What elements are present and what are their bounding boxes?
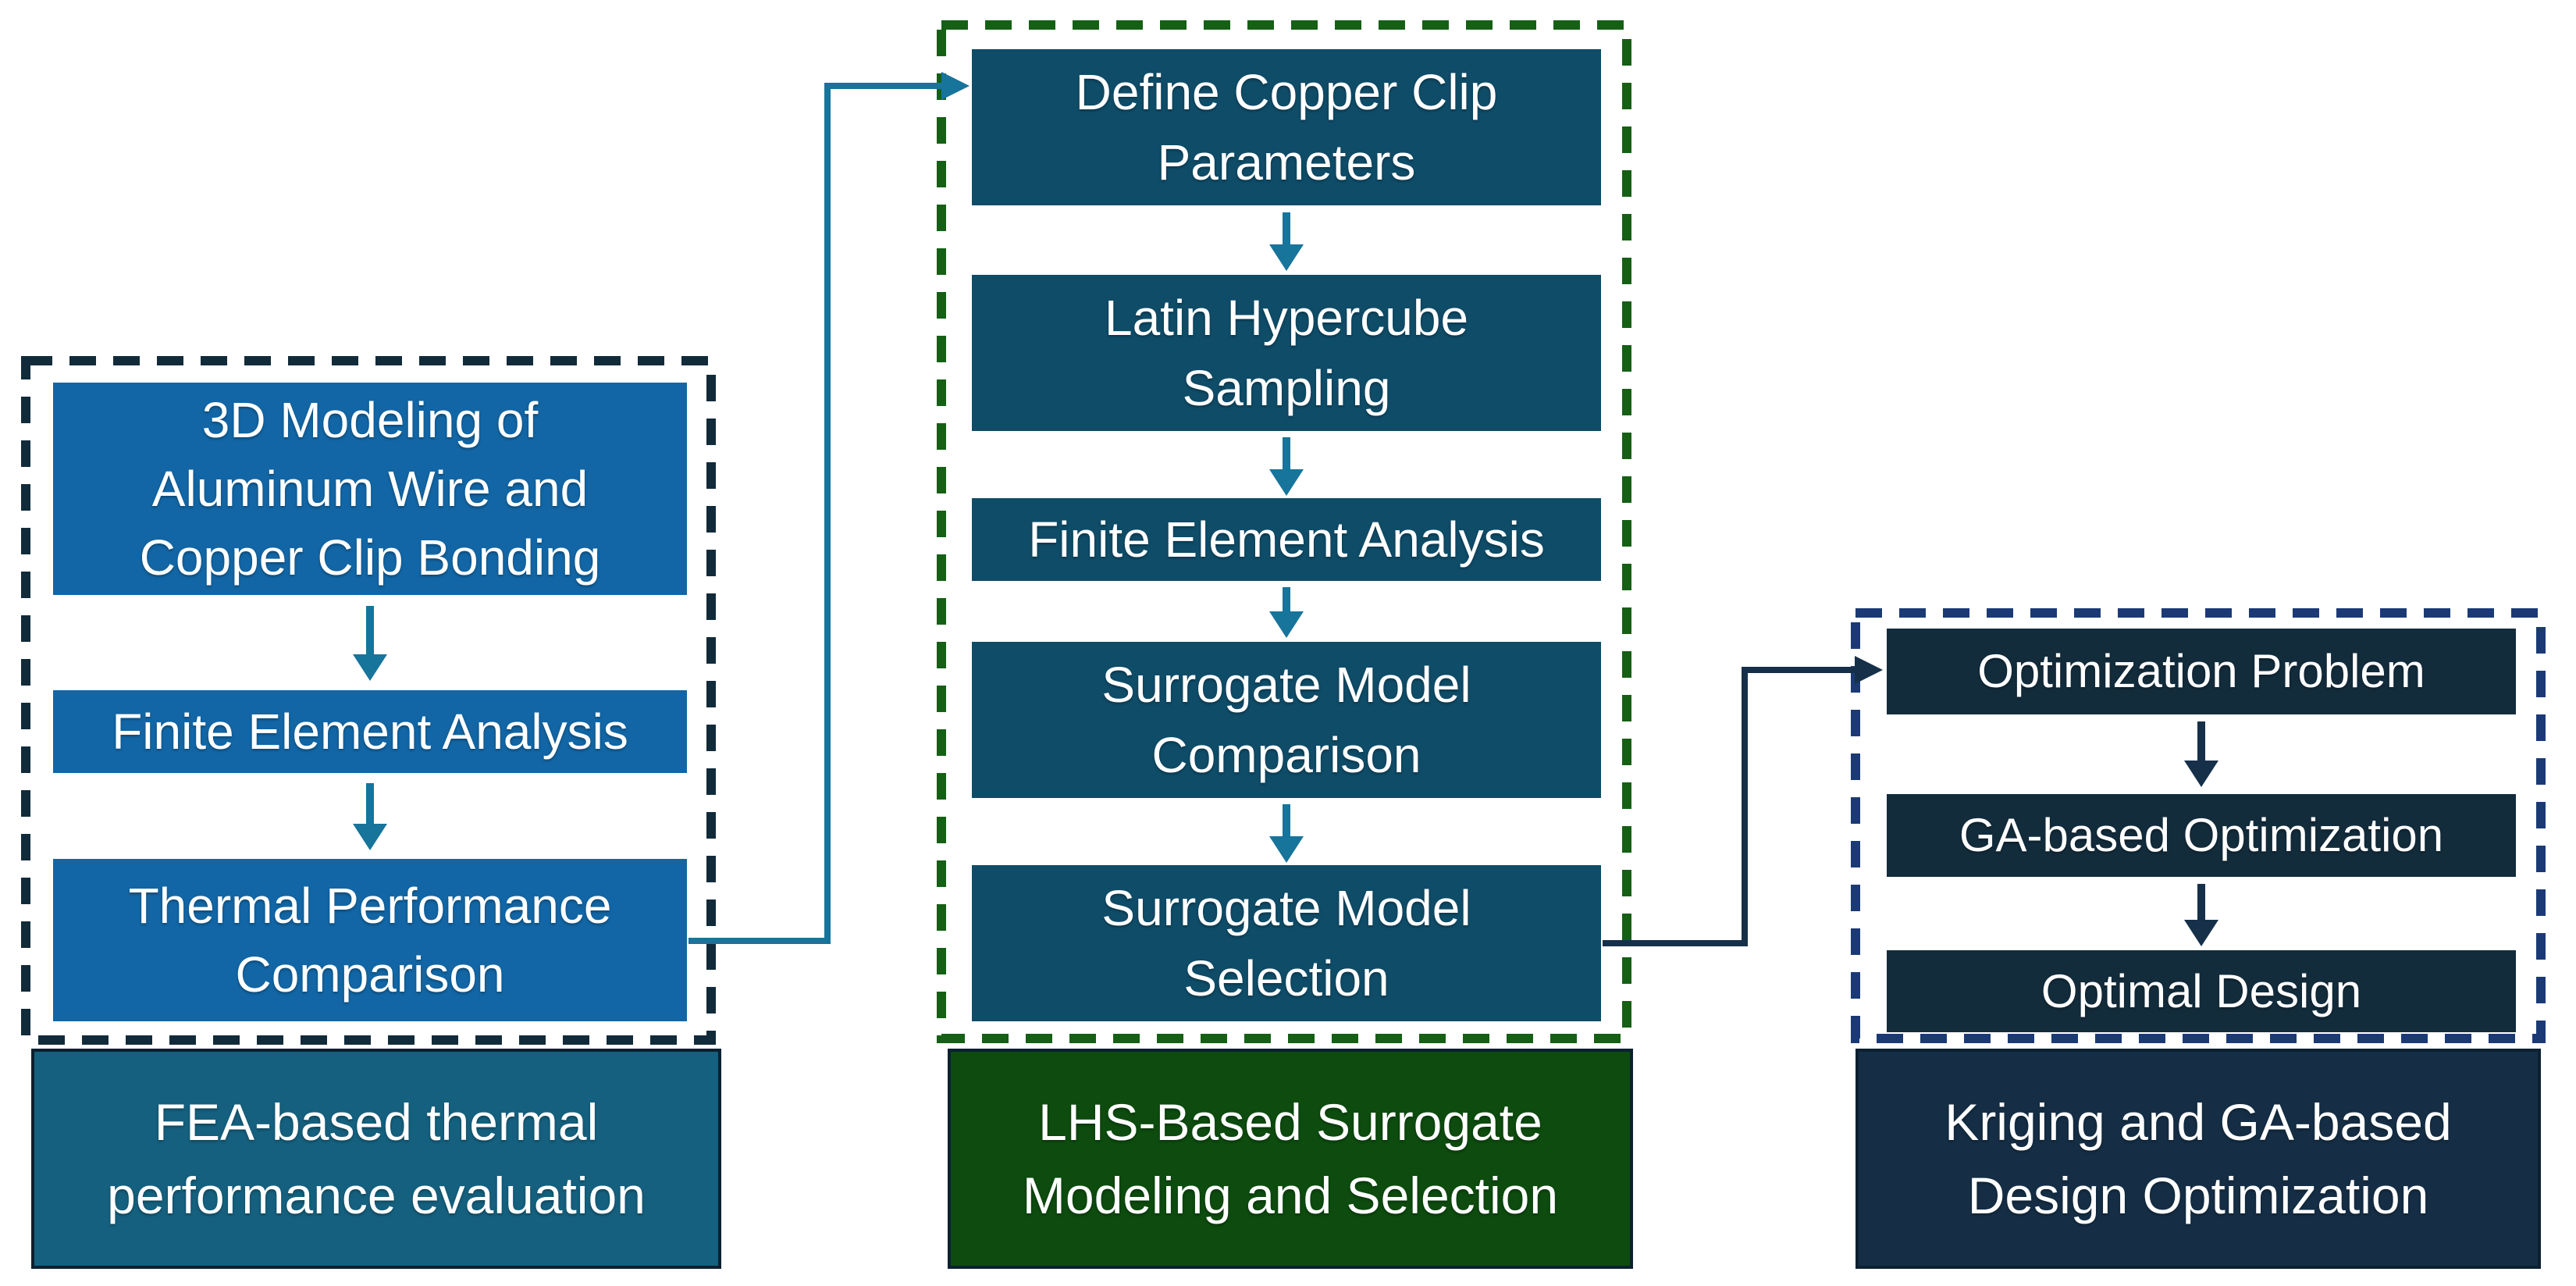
step-text-line: 3D Modeling of xyxy=(201,392,539,448)
step-optimization-problem: Optimization Problem xyxy=(1887,629,2516,714)
arrow-down-icon xyxy=(1269,469,1304,496)
step-ga-based-optimization: GA-based Optimization xyxy=(1887,794,2516,877)
step-surrogate-model-comparison: Surrogate Model Comparison xyxy=(972,642,1601,798)
arrow-down-icon xyxy=(1269,611,1304,638)
step-text-line: Optimization Problem xyxy=(1977,645,2425,697)
optimization-group-dashed-border xyxy=(1851,608,2546,1043)
step-text-line: Copper Clip Bonding xyxy=(139,529,601,586)
step-text-line: Surrogate Model xyxy=(1101,657,1471,713)
group-label-line: FEA-based thermal xyxy=(154,1093,599,1151)
step-3d-modeling: 3D Modeling of Aluminum Wire and Copper … xyxy=(53,383,687,595)
step-finite-element-analysis-left: Finite Element Analysis xyxy=(53,690,687,773)
step-text-line: Thermal Performance xyxy=(128,878,612,934)
group-label-line: performance evaluation xyxy=(107,1167,646,1224)
step-text-line: GA-based Optimization xyxy=(1959,809,2444,861)
group-label-line: Design Optimization xyxy=(1967,1167,2429,1224)
arrow-down-icon xyxy=(1269,244,1304,271)
step-thermal-performance-comparison: Thermal Performance Comparison xyxy=(53,859,687,1021)
step-text-line: Selection xyxy=(1183,950,1389,1006)
step-text-line: Latin Hypercube xyxy=(1104,290,1469,346)
arrow-down-icon xyxy=(2184,920,2218,946)
connector-middle-to-right xyxy=(1603,667,1867,946)
step-text-line: Optimal Design xyxy=(2041,964,2362,1017)
step-text-line: Aluminum Wire and xyxy=(151,461,589,517)
arrow-down-icon xyxy=(1269,836,1304,863)
connector-middle-to-right-arrowhead-icon xyxy=(1855,656,1883,684)
step-text-line: Comparison xyxy=(1151,727,1421,783)
group-label-line: Kriging and GA-based xyxy=(1944,1093,2452,1151)
connector-left-to-middle xyxy=(688,83,954,944)
group-label-lhs-surrogate-modeling: LHS-Based Surrogate Modeling and Selecti… xyxy=(948,1049,1633,1269)
step-finite-element-analysis-middle: Finite Element Analysis xyxy=(972,498,1601,581)
fea-group-dashed-border xyxy=(21,356,716,1045)
group-label-kriging-ga-design-optimization: Kriging and GA-based Design Optimization xyxy=(1856,1049,2541,1269)
step-text-line: Parameters xyxy=(1157,134,1416,191)
connector-left-to-middle-arrowhead-icon xyxy=(941,72,970,100)
step-text-line: Finite Element Analysis xyxy=(1028,511,1545,568)
arrow-down-icon xyxy=(353,654,387,681)
step-text-line: Comparison xyxy=(235,946,505,1003)
step-text-line: Define Copper Clip xyxy=(1075,64,1498,120)
step-optimal-design: Optimal Design xyxy=(1887,950,2516,1032)
step-text-line: Surrogate Model xyxy=(1101,880,1471,936)
step-surrogate-model-selection: Surrogate Model Selection xyxy=(972,865,1601,1021)
step-text-line: Finite Element Analysis xyxy=(112,704,628,760)
surrogate-group-dashed-border xyxy=(937,20,1631,1043)
group-label-line: Modeling and Selection xyxy=(1022,1167,1559,1224)
group-label-line: LHS-Based Surrogate xyxy=(1038,1093,1542,1151)
step-define-copper-clip-parameters: Define Copper Clip Parameters xyxy=(972,49,1601,205)
arrow-down-icon xyxy=(353,824,387,850)
arrow-down-icon xyxy=(2184,761,2218,787)
step-text-line: Sampling xyxy=(1182,360,1391,416)
group-label-fea-thermal-evaluation: FEA-based thermal performance evaluation xyxy=(31,1049,721,1269)
step-latin-hypercube-sampling: Latin Hypercube Sampling xyxy=(972,275,1601,431)
